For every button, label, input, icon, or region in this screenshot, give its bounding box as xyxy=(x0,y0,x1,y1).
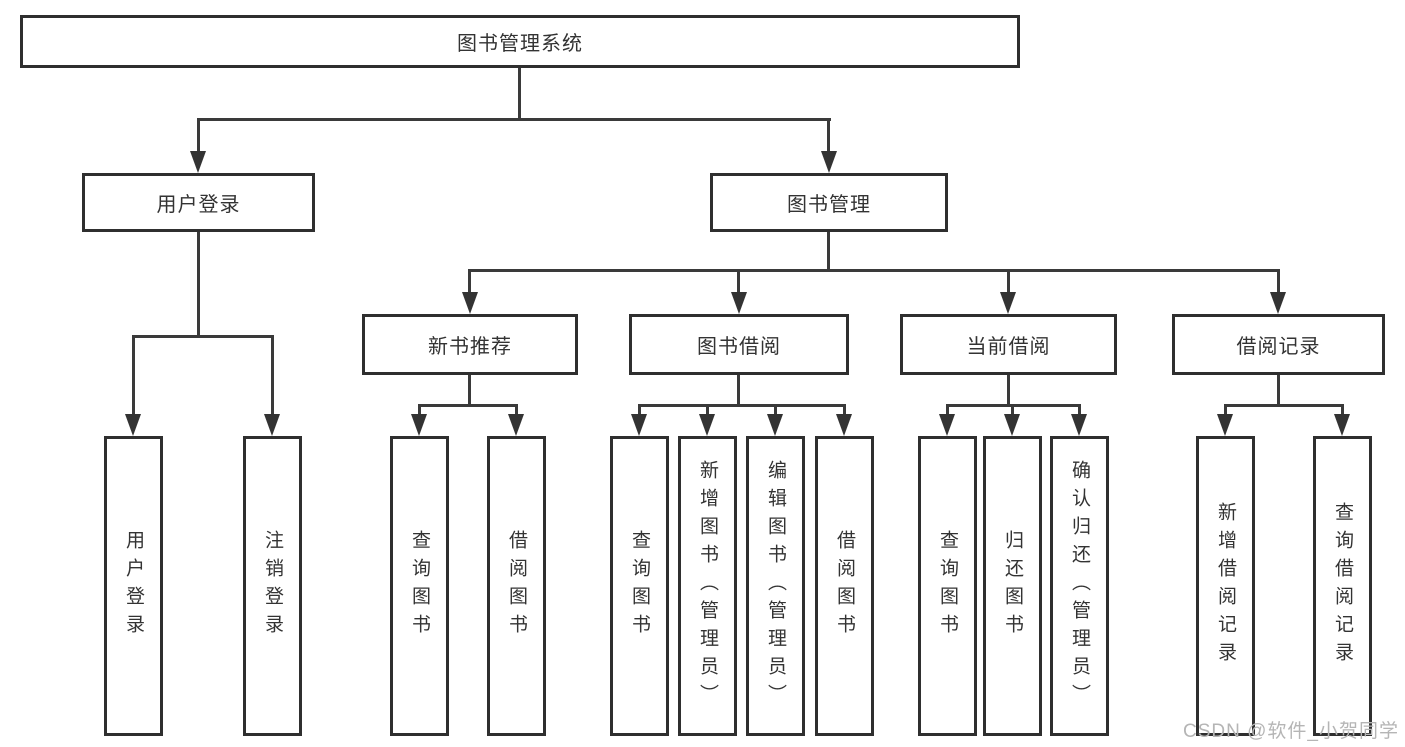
arrowhead-leaf-login xyxy=(125,414,141,436)
connector-new-book-rail xyxy=(418,404,518,407)
connector-drop-leaf-login xyxy=(132,335,135,417)
connector-drop-bb-add xyxy=(706,404,709,417)
connector-drop-br-query xyxy=(1341,404,1344,417)
node-leaf-bb-edit-books-admin: 编辑图书（管理员） xyxy=(746,436,805,736)
node-user-login-label: 用户登录 xyxy=(156,194,241,216)
node-book-borrowing-label: 图书借阅 xyxy=(697,336,781,358)
connector-drop-nb-query xyxy=(418,404,421,417)
connector-new-book-stem xyxy=(468,375,471,407)
connector-root-stem xyxy=(518,68,521,120)
arrowhead-nb-borrow xyxy=(508,414,524,436)
connector-book-mgmt-rail xyxy=(468,269,1280,272)
connector-user-login-stem xyxy=(197,232,200,338)
arrowhead-bb-add xyxy=(699,414,715,436)
arrowhead-br-add xyxy=(1217,414,1233,436)
arrowhead-br-query xyxy=(1334,414,1350,436)
arrowhead-cb-query xyxy=(939,414,955,436)
connector-drop-cb-query xyxy=(946,404,949,417)
node-leaf-br-add-record-label: 新增借阅记录 xyxy=(1215,502,1236,670)
connector-drop-nb-borrow xyxy=(515,404,518,417)
node-borrowing-records-label: 借阅记录 xyxy=(1236,336,1321,358)
node-library-system-label: 图书管理系统 xyxy=(457,33,583,55)
arrowhead-nb-query xyxy=(411,414,427,436)
arrowhead-book-borrow xyxy=(731,292,747,314)
connector-borrow-records-rail xyxy=(1224,404,1344,407)
arrowhead-current-borrow xyxy=(1000,292,1016,314)
connector-book-borrow-rail xyxy=(638,404,846,407)
node-leaf-br-query-record-label: 查询借阅记录 xyxy=(1332,502,1353,670)
node-new-book-recommend: 新书推荐 xyxy=(362,314,578,375)
arrowhead-cb-confirm xyxy=(1071,414,1087,436)
connector-drop-user-login xyxy=(197,118,200,154)
arrowhead-cb-return xyxy=(1004,414,1020,436)
connector-drop-book-mgmt xyxy=(827,118,830,154)
node-leaf-nb-query-books: 查询图书 xyxy=(390,436,449,736)
node-current-borrowing-label: 当前借阅 xyxy=(966,336,1051,358)
node-leaf-br-query-record: 查询借阅记录 xyxy=(1313,436,1372,736)
node-new-book-recommend-label: 新书推荐 xyxy=(428,336,512,358)
connector-drop-current-borrow xyxy=(1007,269,1010,295)
connector-drop-bb-borrow xyxy=(843,404,846,417)
connector-drop-br-add xyxy=(1224,404,1227,417)
arrowhead-user-login xyxy=(190,151,206,173)
connector-drop-cb-return xyxy=(1011,404,1014,417)
connector-borrow-records-stem xyxy=(1277,375,1280,407)
node-leaf-logout: 注销登录 xyxy=(243,436,302,736)
node-leaf-br-add-record: 新增借阅记录 xyxy=(1196,436,1255,736)
node-current-borrowing: 当前借阅 xyxy=(900,314,1117,375)
arrowhead-book-mgmt xyxy=(821,151,837,173)
arrowhead-bb-query xyxy=(631,414,647,436)
connector-book-mgmt-stem xyxy=(827,232,830,272)
node-leaf-cb-query-books: 查询图书 xyxy=(918,436,977,736)
connector-drop-leaf-logout xyxy=(271,335,274,417)
connector-drop-new-book xyxy=(468,269,471,295)
node-leaf-cb-confirm-return-admin: 确认归还（管理员） xyxy=(1050,436,1109,736)
node-library-system: 图书管理系统 xyxy=(20,15,1020,68)
node-leaf-bb-borrow-books-label: 借阅图书 xyxy=(834,530,855,642)
node-book-borrowing: 图书借阅 xyxy=(629,314,849,375)
arrowhead-bb-borrow xyxy=(836,414,852,436)
arrowhead-leaf-logout xyxy=(264,414,280,436)
connector-book-borrow-stem xyxy=(737,375,740,407)
node-user-login: 用户登录 xyxy=(82,173,315,232)
node-book-management-label: 图书管理 xyxy=(787,194,871,216)
node-leaf-bb-query-books: 查询图书 xyxy=(610,436,669,736)
csdn-watermark: CSDN @软件_小贺同学 xyxy=(1183,721,1399,742)
connector-drop-bb-edit xyxy=(774,404,777,417)
connector-root-rail xyxy=(197,118,831,121)
node-leaf-bb-query-books-label: 查询图书 xyxy=(629,530,650,642)
node-leaf-cb-confirm-return-admin-label: 确认归还（管理员） xyxy=(1069,460,1090,712)
node-leaf-nb-query-books-label: 查询图书 xyxy=(409,530,430,642)
node-leaf-user-login: 用户登录 xyxy=(104,436,163,736)
arrowhead-borrow-records xyxy=(1270,292,1286,314)
node-borrowing-records: 借阅记录 xyxy=(1172,314,1385,375)
connector-drop-bb-query xyxy=(638,404,641,417)
node-leaf-nb-borrow-books: 借阅图书 xyxy=(487,436,546,736)
node-leaf-bb-borrow-books: 借阅图书 xyxy=(815,436,874,736)
node-leaf-bb-edit-books-admin-label: 编辑图书（管理员） xyxy=(765,460,786,712)
node-leaf-cb-query-books-label: 查询图书 xyxy=(937,530,958,642)
node-book-management: 图书管理 xyxy=(710,173,948,232)
connector-drop-book-borrow xyxy=(737,269,740,295)
node-leaf-nb-borrow-books-label: 借阅图书 xyxy=(506,530,527,642)
node-leaf-bb-add-books-admin: 新增图书（管理员） xyxy=(678,436,737,736)
connector-user-login-rail xyxy=(132,335,274,338)
node-leaf-user-login-label: 用户登录 xyxy=(123,530,144,642)
node-leaf-cb-return-books-label: 归还图书 xyxy=(1002,530,1023,642)
node-leaf-bb-add-books-admin-label: 新增图书（管理员） xyxy=(697,460,718,712)
connector-drop-borrow-records xyxy=(1277,269,1280,295)
node-leaf-cb-return-books: 归还图书 xyxy=(983,436,1042,736)
node-leaf-logout-label: 注销登录 xyxy=(262,530,283,642)
connector-current-borrow-stem xyxy=(1007,375,1010,407)
arrowhead-new-book xyxy=(462,292,478,314)
connector-drop-cb-confirm xyxy=(1078,404,1081,417)
arrowhead-bb-edit xyxy=(767,414,783,436)
